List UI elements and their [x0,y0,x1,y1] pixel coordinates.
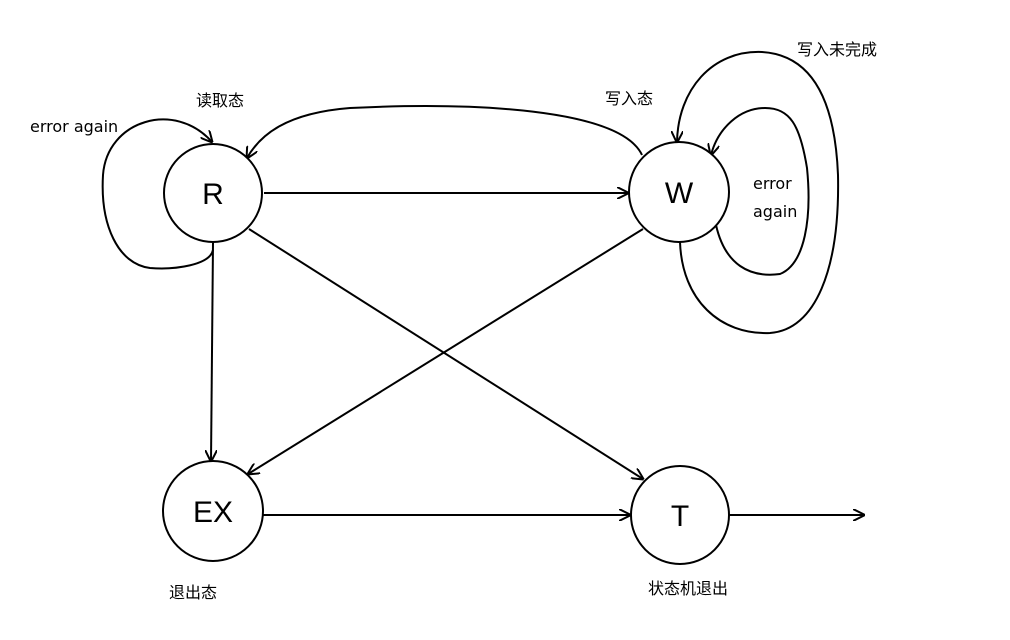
edge-w-to-ex [248,228,644,474]
node-w: W [628,141,730,243]
node-r: R [163,143,263,243]
edge-w-inner-loop [711,106,810,276]
caption-w: 写入态 [605,89,653,108]
edge-w-outer-loop [677,50,840,335]
edge-r-to-ex [211,242,213,461]
label-w-inner-loop-line1: error [753,174,792,193]
node-ex-label: EX [193,496,233,529]
node-ex: EX [162,460,264,562]
edge-r-to-t [248,228,643,479]
edge-r-self-loop [101,118,213,270]
node-t: T [630,465,730,565]
labels: 读取态 error again 写入态 写入未完成 error again 退出… [30,40,877,602]
node-w-label: W [665,177,694,210]
node-t-label: T [671,500,689,533]
caption-ex: 退出态 [169,583,217,602]
edge-w-to-r-arc [247,105,643,158]
edges [101,50,864,515]
caption-r: 读取态 [196,91,244,110]
label-w-inner-loop-line2: again [753,202,797,221]
caption-t: 状态机退出 [648,579,728,598]
node-r-label: R [202,178,224,211]
label-r-self-loop: error again [30,117,118,136]
label-w-outer-loop: 写入未完成 [797,40,877,59]
